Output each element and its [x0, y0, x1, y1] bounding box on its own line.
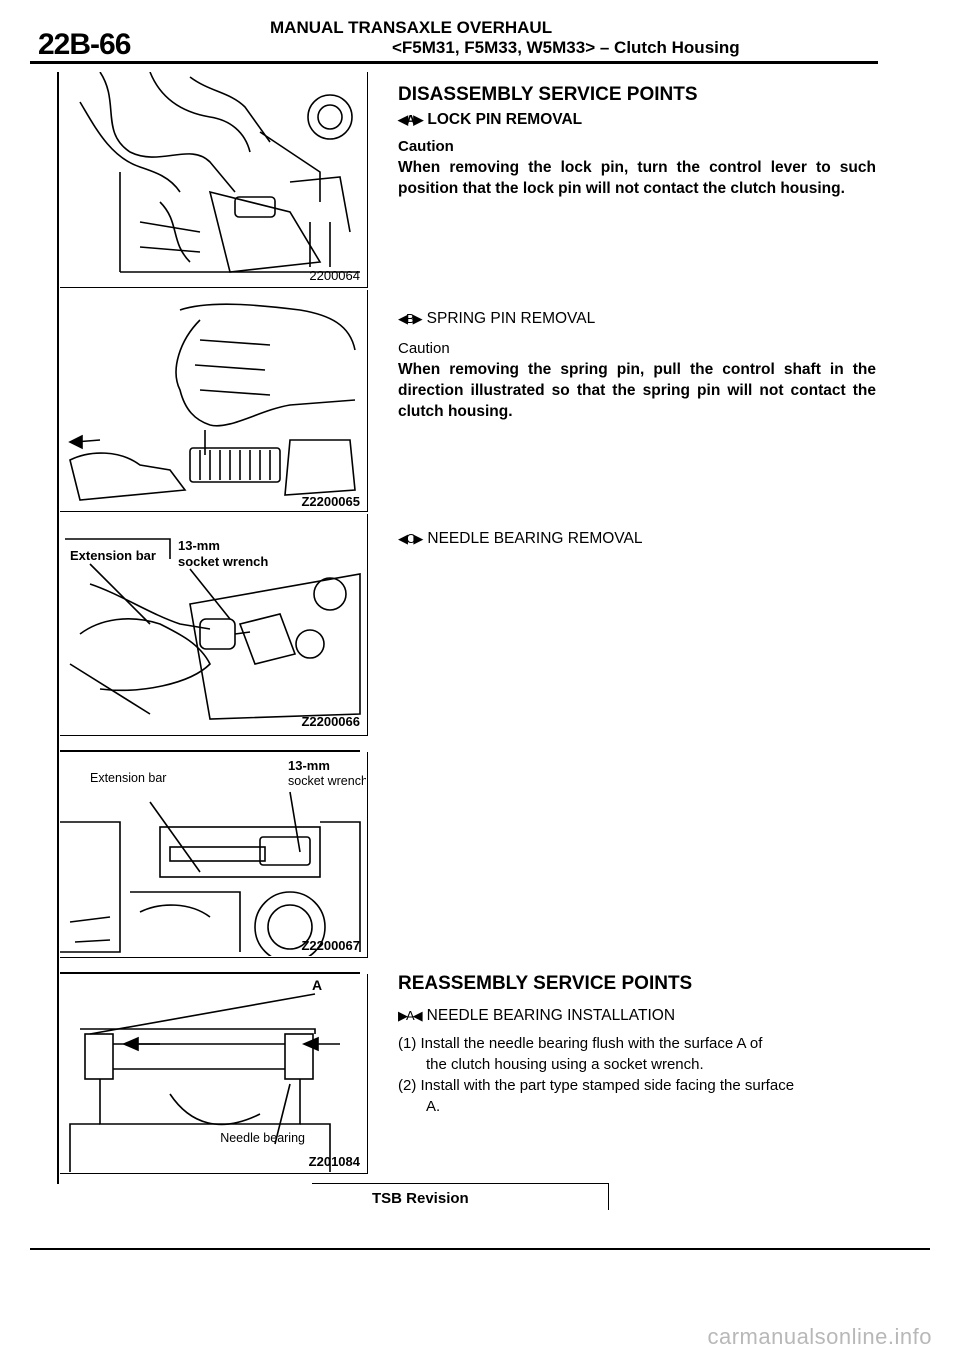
- step-1-line-2: the clutch housing using a socket wrench…: [426, 1056, 704, 1073]
- header-subtitle: <F5M31, F5M33, W5M33> – Clutch Housing: [392, 38, 740, 57]
- figure-5-label-part: Needle bearing: [220, 1131, 305, 1145]
- spring-pin-caution-label: Caution: [398, 340, 450, 357]
- figure-code-1: 2200064: [309, 268, 360, 283]
- lock-pin-title: LOCK PIN REMOVAL: [427, 111, 583, 128]
- step-2-line-2: A.: [426, 1098, 441, 1115]
- needle-removal-title: NEEDLE BEARING REMOVAL: [427, 530, 643, 547]
- figure-spring-pin-illustration: Z2200065: [68, 303, 360, 509]
- figure-spring-pin: Z2200065: [60, 290, 368, 512]
- spring-pin-block: ◀B▶ SPRING PIN REMOVAL Caution When remo…: [398, 310, 876, 422]
- figure-4-label-extension: Extension bar: [90, 771, 166, 785]
- figure-lock-pin: 2200064: [60, 72, 368, 288]
- figure-separator: [60, 750, 360, 752]
- figure-code-3: Z2200066: [301, 714, 360, 729]
- reassembly-section: REASSEMBLY SERVICE POINTS ▶A◀ NEEDLE BEA…: [398, 973, 876, 1117]
- spring-pin-title: SPRING PIN REMOVAL: [426, 310, 596, 327]
- watermark: carmanualsonline.info: [707, 1324, 932, 1349]
- figure-code-4: Z2200067: [301, 938, 360, 953]
- marker-a-icon: ◀A▶: [398, 112, 423, 127]
- lock-pin-caution-text: When removing the lock pin, turn the con…: [398, 159, 876, 197]
- figure-4-label-wrench: socket wrench: [288, 774, 366, 788]
- spring-pin-caution-text: When removing the spring pin, pull the c…: [398, 361, 876, 420]
- figure-4-label-size: 13-mm: [288, 758, 330, 773]
- figure-3-label-size: 13-mm: [178, 538, 220, 553]
- marker-b-icon: ◀B▶: [398, 311, 423, 326]
- step-1-line-1: (1) Install the needle bearing flush wit…: [398, 1035, 763, 1052]
- figure-3-label-wrench: socket wrench: [178, 554, 268, 569]
- marker-c-icon: ◀C▶: [398, 531, 423, 546]
- footer-rule: [30, 1248, 930, 1250]
- figure-socket-wrench: Extension bar 13-mm socket wrench Z22000…: [60, 752, 368, 958]
- step-2-line-1: (2) Install with the part type stamped s…: [398, 1077, 795, 1094]
- figure-separator: [60, 972, 360, 974]
- figure-5-label-a: A: [312, 977, 322, 993]
- page-number: 22B-66: [38, 28, 131, 61]
- figure-needle-removal: Extension bar 13-mm socket wrench Z22000…: [60, 514, 368, 736]
- figure-socket-wrench-illustration: Extension bar 13-mm socket wrench Z22000…: [60, 758, 366, 956]
- left-column-rule: [57, 72, 59, 1184]
- needle-installation-title: NEEDLE BEARING INSTALLATION: [426, 1007, 676, 1024]
- lock-pin-caution-label: Caution: [398, 138, 454, 155]
- figure-needle-installation: A Needle bearing Z201084: [60, 974, 368, 1174]
- disassembly-section: DISASSEMBLY SERVICE POINTS: [398, 84, 876, 106]
- figure-code-2: Z2200065: [301, 494, 360, 509]
- marker-reassembly-a-icon: ▶A◀: [398, 1008, 423, 1023]
- lock-pin-block: ◀A▶ LOCK PIN REMOVAL Caution When removi…: [398, 111, 876, 199]
- figure-needle-removal-illustration: Extension bar 13-mm socket wrench Z22000…: [65, 538, 361, 729]
- figure-3-label-extension: Extension bar: [70, 548, 156, 563]
- figure-needle-installation-illustration: A Needle bearing Z201084: [69, 977, 361, 1172]
- needle-removal-block: ◀C▶ NEEDLE BEARING REMOVAL: [398, 530, 876, 548]
- header-title: MANUAL TRANSAXLE OVERHAUL: [270, 18, 553, 37]
- disassembly-heading: DISASSEMBLY SERVICE POINTS: [398, 84, 698, 105]
- tsb-revision-box: TSB Revision: [312, 1183, 609, 1210]
- reassembly-heading: REASSEMBLY SERVICE POINTS: [398, 973, 693, 994]
- header-rule: [30, 61, 878, 64]
- figure-lock-pin-illustration: 2200064: [79, 72, 360, 283]
- figure-code-5: Z201084: [309, 1154, 361, 1169]
